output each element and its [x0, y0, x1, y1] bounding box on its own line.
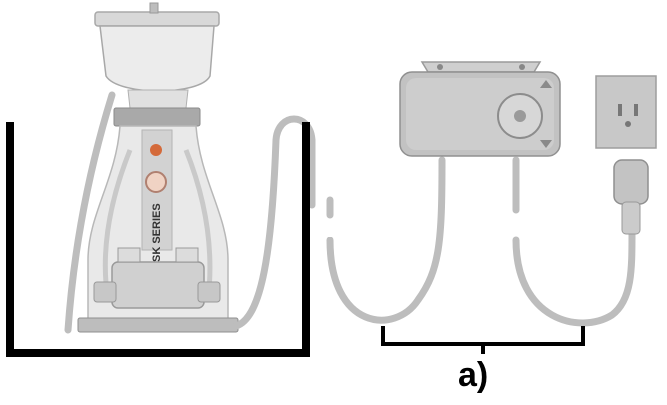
collection-cup-lid	[94, 11, 220, 27]
speed-down-arrow-icon	[540, 140, 552, 148]
speed-dial-center	[514, 110, 526, 122]
socket-slot-left	[618, 104, 622, 116]
plug-strain-relief	[621, 201, 641, 235]
power-cord	[512, 228, 636, 327]
bracket-hole-right	[519, 64, 525, 70]
skimmer-base-plate	[77, 317, 239, 333]
pump-outlet	[197, 281, 221, 303]
controller-input-cable	[326, 156, 446, 324]
collection-cup-knob	[149, 2, 159, 14]
pump-inlet	[93, 281, 117, 303]
socket-plate	[595, 75, 657, 149]
cup-neck	[127, 89, 189, 109]
pump-cable	[232, 115, 316, 330]
collection-cup	[99, 25, 215, 92]
wall-socket	[595, 75, 657, 149]
body-collar	[113, 107, 201, 127]
bracket-hole-left	[437, 64, 443, 70]
protein-skimmer: SK SERIES	[64, 2, 316, 334]
annotation-bracket	[381, 326, 585, 354]
needle-wheel-pump	[111, 261, 205, 309]
skimmer-return-tube	[64, 91, 116, 334]
socket-ground-hole	[625, 121, 631, 127]
socket-slot-right	[634, 104, 638, 116]
pump-controller	[399, 61, 561, 157]
plug-body	[613, 159, 649, 205]
power-plug	[613, 159, 649, 235]
product-label: SK SERIES	[151, 203, 163, 262]
gauge-dial	[145, 171, 167, 193]
aquarium-sump	[6, 122, 310, 357]
speed-up-arrow-icon	[540, 80, 552, 88]
pump-valve-right	[175, 247, 199, 263]
logo-badge	[150, 144, 162, 156]
figure-caption-label: a)	[458, 356, 489, 394]
cable-break-1	[322, 205, 338, 237]
pump-valve-left	[117, 247, 141, 263]
